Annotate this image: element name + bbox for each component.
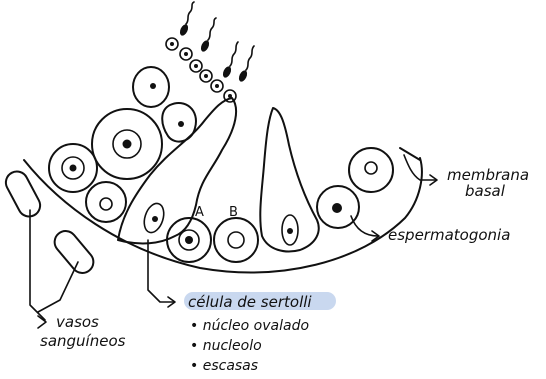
- membrana-basal-label-line2: basal: [465, 182, 506, 200]
- sertoli-bullet-3: • escasas: [190, 358, 258, 374]
- basement-membrane-tick: [400, 148, 420, 160]
- arrow-vasos: [30, 210, 45, 320]
- espermatogonia-label: espermatogonia: [388, 226, 510, 244]
- sertoli-bullet-1: • núcleo ovalado: [190, 318, 309, 334]
- spermatozoa: [178, 2, 254, 83]
- sertoli-title: célula de sertolli: [188, 293, 312, 311]
- sertoli-left-nucleolus: [152, 216, 158, 222]
- arrow-vasos-branch: [38, 262, 78, 312]
- cell-b-label: B: [229, 205, 238, 220]
- spermatogonia-right-nucleolus: [332, 203, 342, 213]
- cell-right-upper-nucleus: [365, 162, 377, 174]
- vasos-label-line1: vasos: [56, 313, 99, 331]
- vasos-label-line2: sanguíneos: [40, 332, 126, 350]
- cell-a-label: A: [195, 205, 204, 220]
- spermatogonia-a-nucleolus: [185, 236, 193, 244]
- basement-membrane: [24, 158, 422, 272]
- sertoli-bullet-2: • nucleolo: [190, 338, 262, 354]
- cell-left-nucleolus: [70, 165, 77, 172]
- primary-spermatocyte-nucleolus: [123, 140, 132, 149]
- cell-lower-left-nucleus: [100, 198, 112, 210]
- cell-lower-left-outer: [86, 182, 126, 222]
- spermatogonia-b: [214, 218, 258, 262]
- sertoli-right-nucleolus: [287, 228, 293, 234]
- spermatogonia-b-nucleus: [228, 232, 244, 248]
- secondary-spermatocyte-nucleolus: [150, 83, 156, 89]
- cell-right-upper: [349, 148, 393, 192]
- spermatid-blob-nucleolus: [178, 121, 184, 127]
